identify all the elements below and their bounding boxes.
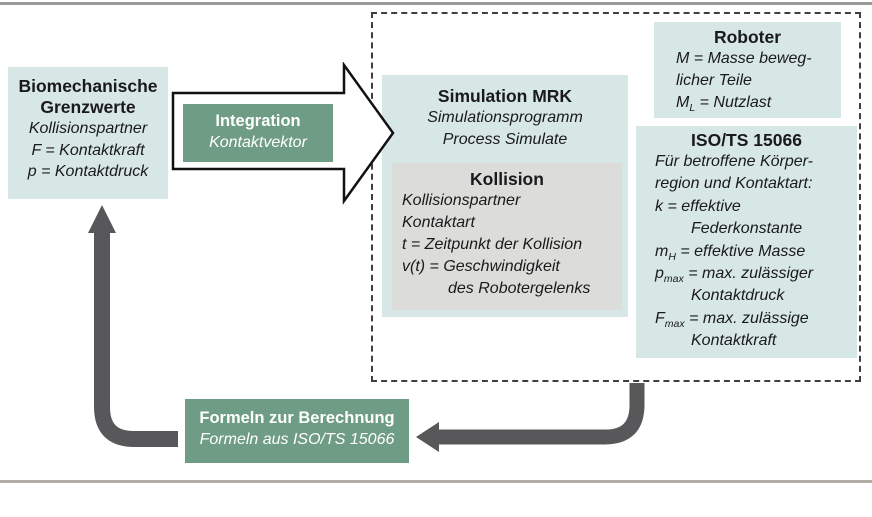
formeln-box: Formeln zur Berechnung Formeln aus ISO/T…: [185, 399, 409, 463]
iso-line: pmax = max. zulässiger: [655, 265, 814, 286]
roboter-title: Roboter: [713, 27, 782, 47]
kollision-line: des Robotergelenks: [448, 280, 591, 297]
simulation-dashed-frame: [371, 12, 861, 382]
formeln-subtitle: Formeln aus ISO/TS 15066: [199, 431, 395, 448]
integration-title: Integration: [215, 112, 301, 130]
simulation-line: Process Simulate: [442, 131, 568, 148]
biomech-line: F = Kontaktkraft: [31, 141, 145, 159]
kollision-line: Kontaktart: [402, 214, 475, 231]
biomech-line: Kollisionspartner: [28, 120, 148, 137]
kollision-box: Kollision Kollisionspartner Kontaktart t…: [392, 163, 622, 310]
up-arrow-icon: [88, 205, 178, 447]
biomech-title: Biomechanische Grenzwerte: [18, 76, 158, 117]
iso-line: mH = effektive Masse: [655, 242, 806, 263]
iso-ts-15066-box: ISO/TS 15066 Für betroffene Körper- regi…: [636, 126, 857, 358]
iso-line: Für betroffene Körper-: [655, 153, 814, 170]
left-arrow-icon: [416, 383, 645, 452]
roboter-line: M = Masse beweg-: [676, 50, 812, 67]
integration-subtitle: Kontaktvektor: [209, 134, 307, 151]
biomechanische-grenzwerte-box: Biomechanische Grenzwerte Kollisionspart…: [8, 67, 168, 199]
iso-line: region und Kontaktart:: [655, 175, 813, 193]
iso-line: Fmax = max. zulässige: [655, 309, 809, 331]
iso-line: Kontaktkraft: [691, 332, 777, 350]
iso-title: ISO/TS 15066: [691, 130, 802, 150]
roboter-line: ML = Nutzlast: [676, 94, 772, 115]
top-divider: [0, 2, 872, 5]
roboter-box: Roboter M = Masse beweg- licher Teile ML…: [654, 22, 841, 118]
bottom-divider: [0, 480, 872, 483]
kollision-line: v(t) = Geschwindigkeit: [402, 258, 560, 275]
roboter-line: licher Teile: [676, 72, 752, 89]
biomech-line: p = Kontaktdruck: [27, 163, 149, 180]
formeln-title: Formeln zur Berechnung: [199, 409, 395, 427]
integration-box: Integration Kontaktvektor: [183, 104, 333, 162]
kollision-line: t = Zeitpunkt der Kollision: [402, 236, 583, 253]
kollision-line: Kollisionspartner: [402, 192, 521, 209]
simulation-title: Simulation MRK: [437, 86, 573, 106]
simulation-line: Simulationsprogramm: [427, 109, 583, 126]
kollision-title: Kollision: [470, 169, 544, 189]
iso-line: k = effektive: [655, 197, 741, 215]
iso-line: Federkonstante: [691, 220, 803, 238]
iso-line: Kontaktdruck: [691, 287, 785, 305]
